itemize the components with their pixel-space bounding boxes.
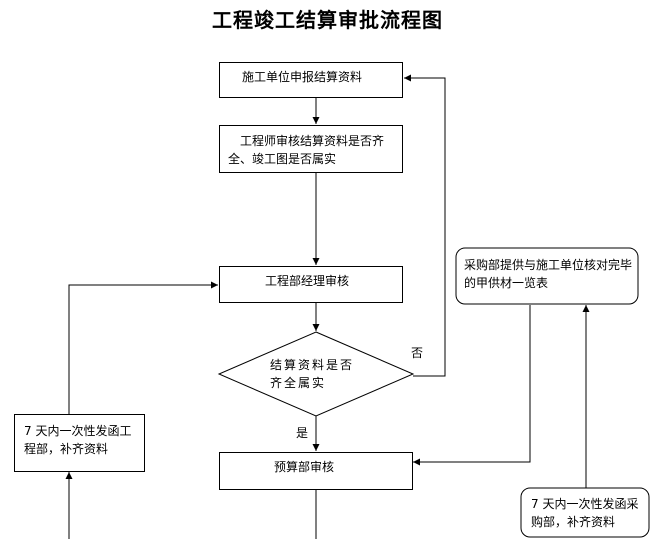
- engineer-review-box: 工程师审核结算资料是否齐全、竣工图是否属实: [219, 125, 403, 173]
- notify-purchase-box-shape: [520, 487, 650, 538]
- submit-box: 施工单位申报结算资料: [219, 62, 403, 98]
- purchase-list-label: 采购部提供与施工单位核对完毕的甲供材一览表: [464, 258, 633, 290]
- purchase-list-box-shape: [455, 247, 639, 305]
- budget-review-label: 预算部审核: [274, 460, 335, 474]
- notify-purchase-label: 7 天内一次性发函采购部，补齐资料: [531, 497, 639, 529]
- engineer-review-label: 工程师审核结算资料是否齐全、竣工图是否属实: [228, 134, 385, 166]
- arrow-left-loop: [68, 281, 218, 539]
- purchase-list-text: 采购部提供与施工单位核对完毕的甲供材一览表: [464, 256, 632, 292]
- diagram-title: 工程竣工结算审批流程图: [212, 8, 443, 32]
- notify-purchase-text: 7 天内一次性发函采购部，补齐资料: [531, 495, 643, 531]
- edge-label-no: 否: [411, 346, 424, 360]
- arrow-purchase-to-budget: [413, 305, 531, 466]
- notify-engineering-box: 7 天内一次性发函工程部，补齐资料: [14, 414, 145, 472]
- decision-text: 结算资料是否齐全属实: [270, 356, 364, 392]
- decision-label: 结算资料是否齐全属实: [270, 358, 355, 390]
- submit-label: 施工单位申报结算资料: [242, 70, 363, 84]
- edge-label-yes: 是: [296, 426, 309, 440]
- notify-engineering-label: 7 天内一次性发函工程部，补齐资料: [24, 424, 132, 456]
- manager-review-label: 工程部经理审核: [265, 274, 350, 288]
- manager-review-box: 工程部经理审核: [219, 266, 403, 303]
- budget-review-box: 预算部审核: [219, 452, 413, 490]
- arrow-no-loop: [404, 74, 446, 377]
